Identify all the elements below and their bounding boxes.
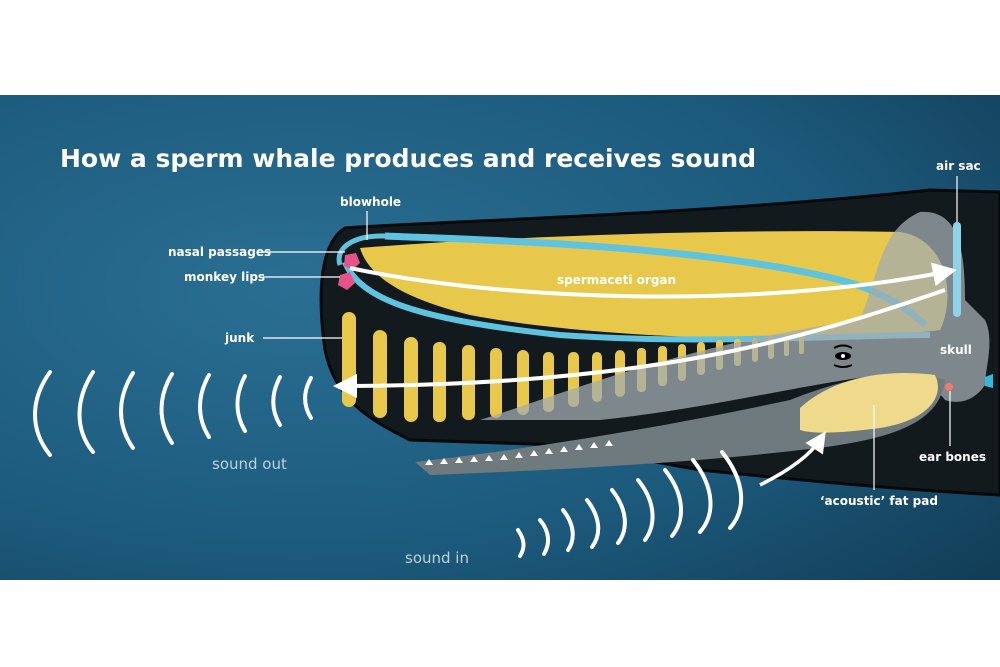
spermaceti-organ (360, 231, 948, 339)
label-spermaceti-organ: spermaceti organ (557, 273, 676, 287)
label-monkey-lips: monkey lips (184, 270, 265, 284)
label-blowhole: blowhole (340, 195, 401, 209)
label-air-sac: air sac (936, 159, 981, 173)
label-sound-out: sound out (212, 455, 287, 473)
ear-bones (945, 383, 953, 391)
monkey-lips-lower (338, 272, 355, 290)
sound-path-arrow-return (333, 288, 946, 398)
air-sac (953, 222, 961, 317)
skull (480, 211, 990, 420)
eye-icon (833, 344, 853, 368)
label-skull: skull (940, 343, 972, 357)
sound-out-waves (33, 370, 313, 457)
label-acoustic-fat-pad: ‘acoustic’ fat pad (820, 494, 938, 508)
sound-in-waves (516, 450, 744, 558)
teeth (425, 440, 613, 465)
blowhole-passage (336, 233, 386, 266)
acoustic-fat-pad (800, 373, 938, 433)
label-sound-in: sound in (405, 549, 469, 567)
label-junk: junk (224, 331, 255, 345)
sound-path-arrow-forward (349, 262, 957, 299)
diagram-title: How a sperm whale produces and receives … (60, 144, 756, 173)
label-ear-bones: ear bones (919, 450, 986, 464)
air-vent (985, 374, 993, 388)
monkey-lips (344, 253, 360, 270)
label-nasal-passages: nasal passages (168, 245, 271, 259)
sound-in-arrow (759, 431, 826, 487)
